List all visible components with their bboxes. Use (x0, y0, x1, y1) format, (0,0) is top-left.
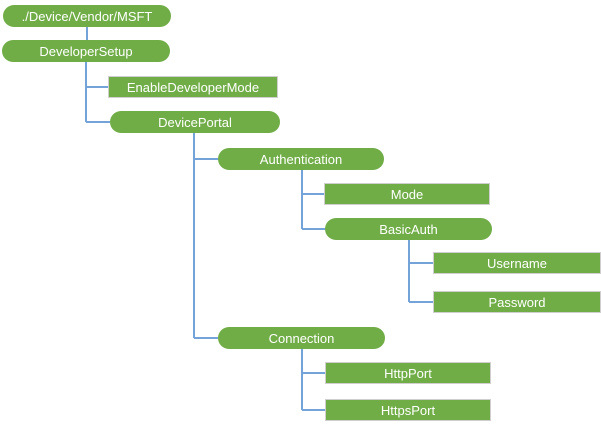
node-httpsport: HttpsPort (325, 399, 491, 421)
node-basicauth: BasicAuth (325, 218, 492, 240)
node-mode: Mode (324, 183, 490, 205)
node-deviceportal: DevicePortal (110, 111, 280, 133)
node-username: Username (433, 252, 601, 274)
node-developersetup: DeveloperSetup (2, 40, 170, 62)
node-msft-root: ./Device/Vendor/MSFT (3, 5, 171, 27)
node-password: Password (433, 291, 601, 313)
node-enabledevelopermode: EnableDeveloperMode (108, 76, 278, 98)
node-httpport: HttpPort (325, 362, 491, 384)
node-authentication: Authentication (218, 148, 384, 170)
node-connection: Connection (218, 327, 385, 349)
